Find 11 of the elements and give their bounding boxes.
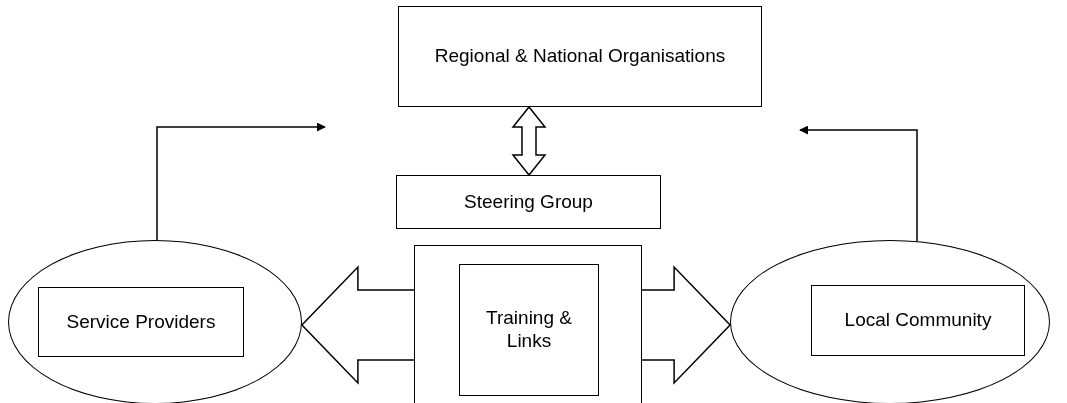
arrow — [799, 125, 918, 242]
double-arrow — [511, 105, 547, 177]
block-arrow — [641, 265, 732, 385]
process-box: Steering Group — [396, 175, 661, 229]
arrow — [156, 122, 326, 241]
block-arrow — [300, 265, 415, 385]
frame-shape — [414, 245, 642, 403]
process-box: Regional & National Organisations — [398, 6, 762, 107]
process-box: Local Community — [811, 285, 1025, 356]
process-box: Service Providers — [38, 287, 244, 357]
process-box: Training & Links — [459, 264, 599, 396]
